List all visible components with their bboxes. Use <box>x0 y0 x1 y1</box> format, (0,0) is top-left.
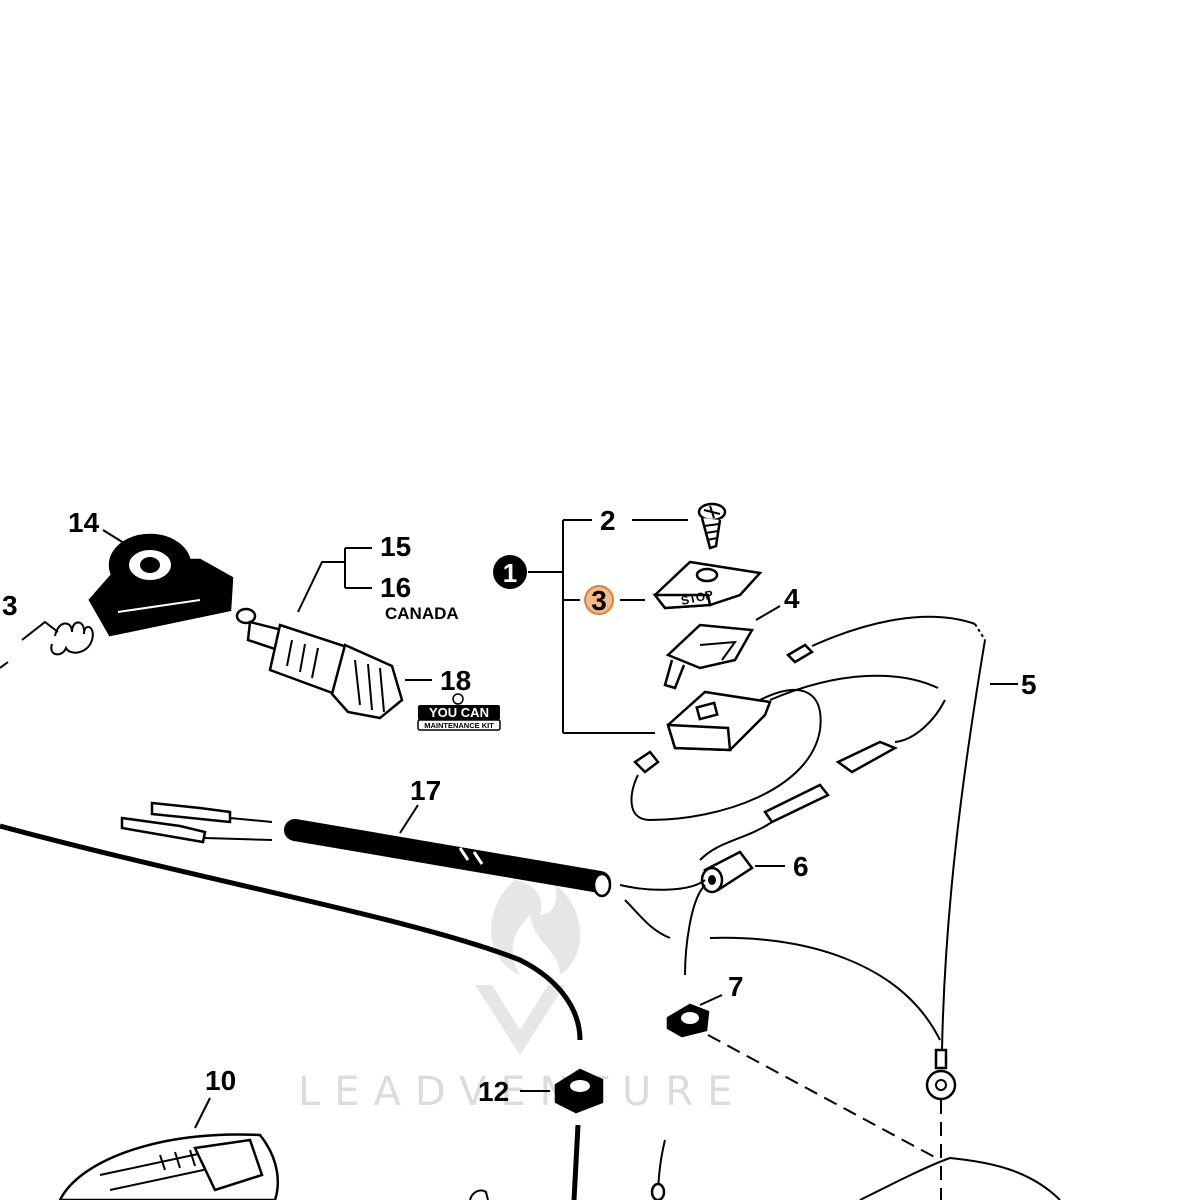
part-7-grommet[interactable] <box>666 1003 710 1038</box>
part-2-screw[interactable] <box>697 502 727 550</box>
callout-3-highlight-badge <box>584 585 614 615</box>
callout-3-highlight: 3 <box>591 585 607 616</box>
part-spark-plug[interactable] <box>246 620 404 720</box>
callout-7: 7 <box>728 971 744 1002</box>
callout-1-badge <box>493 555 527 589</box>
part-5-ring-terminal[interactable] <box>925 1048 957 1101</box>
callout-6: 6 <box>793 851 809 882</box>
kit-badge-top: YOU CAN <box>429 705 489 720</box>
part-6-connector-boot[interactable] <box>700 850 754 894</box>
wire-end-connector[interactable] <box>633 750 660 774</box>
bottom-part-edge <box>469 1189 489 1200</box>
part-4-plate[interactable] <box>663 623 755 690</box>
callout-14: 14 <box>68 507 100 538</box>
part-3-spring[interactable] <box>0 620 94 669</box>
part-14-spark-plug-boot[interactable] <box>88 533 257 637</box>
callout-5: 5 <box>1021 669 1037 700</box>
callout-10: 10 <box>205 1065 236 1096</box>
part-3-switch-cover[interactable]: STOP <box>652 560 763 610</box>
bullet-connectors[interactable] <box>120 801 232 844</box>
callout-17: 17 <box>410 775 441 806</box>
maintenance-kit-badge[interactable]: YOU CAN MAINTENANCE KIT <box>417 693 501 731</box>
watermark: LEADVENTURE <box>298 880 746 1115</box>
callout-1: 1 <box>503 558 517 588</box>
part-switch-body[interactable] <box>666 690 772 752</box>
callout-16: 16 <box>380 572 411 603</box>
kit-badge-bottom: MAINTENANCE KIT <box>424 721 494 730</box>
part-12-grommet[interactable] <box>554 1068 604 1114</box>
part-17-sleeve[interactable] <box>284 819 612 898</box>
switch-stop-label: STOP <box>680 587 715 607</box>
callout-15: 15 <box>380 531 411 562</box>
callout-18: 18 <box>440 665 471 696</box>
callout-12: 12 <box>478 1076 509 1107</box>
note-canada: CANADA <box>385 604 459 623</box>
watermark-v-icon <box>475 985 565 1055</box>
part-5-wire-connector[interactable] <box>785 643 815 664</box>
part-10-flywheel[interactable] <box>58 1133 280 1200</box>
watermark-text: LEADVENTURE <box>298 1069 746 1115</box>
wire-connector-pair[interactable] <box>763 740 898 824</box>
callout-2: 2 <box>600 505 616 536</box>
watermark-flame-icon <box>491 880 581 975</box>
callout-4: 4 <box>784 583 800 614</box>
housing-outline <box>859 1156 1061 1200</box>
callout-3-left: 3 <box>2 590 18 621</box>
